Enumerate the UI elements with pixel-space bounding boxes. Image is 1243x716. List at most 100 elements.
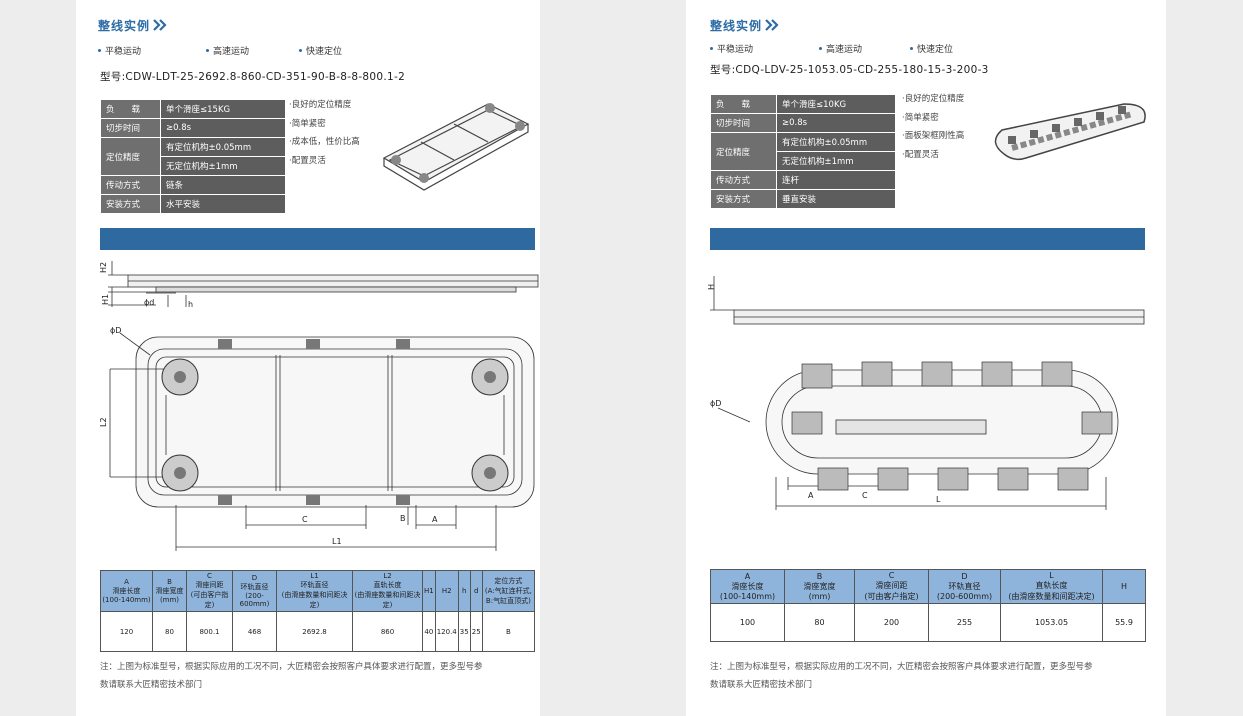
cell: 40	[422, 611, 436, 652]
feature-2: 高速运动	[206, 44, 249, 57]
spec-value: 单个滑座≤15KG	[160, 99, 286, 119]
feature-2: 高速运动	[819, 42, 862, 55]
spec-value: 链条	[160, 175, 286, 195]
feature-1: 平稳运动	[98, 44, 141, 57]
product-render-image	[994, 103, 1146, 161]
spec-value: ≥0.8s	[160, 118, 286, 138]
spec-value: 无定位机构±1mm	[160, 156, 286, 176]
section-bar	[710, 228, 1145, 250]
col-header: H1	[422, 570, 436, 612]
cell: 468	[232, 611, 277, 652]
feature-3: 快速定位	[299, 44, 342, 57]
spec-key: 定位精度	[100, 137, 161, 176]
right-page: 整线实例 平稳运动 高速运动 快速定位 型号:CDQ-LDV-25-1053.0…	[686, 0, 1166, 716]
spec-value: 单个滑座≤10KG	[776, 94, 896, 114]
dim-label-L2: L2	[99, 417, 108, 427]
double-chevron-icon	[765, 19, 779, 31]
spec-table: 负 载单个滑座≤15KG 切步时间≥0.8s 定位精度有定位机构±0.05mm …	[100, 99, 286, 214]
cell: 200	[854, 603, 929, 642]
spec-key: 负 载	[710, 94, 777, 114]
col-header: 定位方式(A:气缸连杆式,B:气缸直顶式)	[481, 570, 536, 612]
col-header: h	[457, 570, 471, 612]
cell: 80	[784, 603, 855, 642]
spec-key: 安装方式	[710, 189, 777, 209]
spec-key: 安装方式	[100, 194, 161, 214]
spec-value: 有定位机构±0.05mm	[776, 132, 896, 152]
dim-label-D: ϕD	[110, 326, 121, 335]
spec-value: 水平安装	[160, 194, 286, 214]
dim-label-D: ϕD	[710, 399, 721, 408]
dim-label-A: A	[432, 515, 438, 524]
cell: 800.1	[186, 611, 233, 652]
cell: B	[481, 611, 536, 652]
double-chevron-icon	[153, 19, 167, 31]
dim-label-d: ϕd	[144, 298, 154, 307]
col-header: H	[1102, 569, 1146, 604]
bullet-list: ·良好的定位精度 ·简单紧密 ·成本低，性价比高 ·配置灵活	[289, 100, 360, 166]
section-title: 整线实例	[98, 17, 167, 34]
left-page: 整线实例 平稳运动 高速运动 快速定位 型号:CDW-LDT-25-2692.8…	[76, 0, 540, 716]
dim-label-B: B	[400, 514, 406, 523]
spec-table: 负 载单个滑座≤10KG 切步时间≥0.8s 定位精度有定位机构±0.05mm …	[710, 94, 896, 209]
dim-label-H: H	[707, 284, 716, 290]
spec-key: 切步时间	[710, 113, 777, 133]
dim-label-A: A	[808, 491, 814, 500]
spec-key: 切步时间	[100, 118, 161, 138]
dim-label-h2: H2	[99, 262, 108, 273]
cell: 1053.05	[1000, 603, 1103, 642]
model-number: 型号:CDQ-LDV-25-1053.05-CD-255-180-15-3-20…	[710, 64, 989, 76]
spec-value: 连杆	[776, 170, 896, 190]
dim-label-h1: H1	[101, 294, 110, 305]
cell: 25	[469, 611, 483, 652]
feature-1: 平稳运动	[710, 42, 753, 55]
spec-value: 垂直安装	[776, 189, 896, 209]
table-row: 120 80 800.1 468 2692.8 860 40 120.4 35 …	[100, 611, 536, 652]
col-header: H2	[434, 570, 459, 612]
cell: 120.4	[434, 611, 459, 652]
cell: 35	[457, 611, 471, 652]
cell: 100	[710, 603, 785, 642]
cell: 860	[352, 611, 423, 652]
feature-3: 快速定位	[910, 42, 953, 55]
model-number: 型号:CDW-LDT-25-2692.8-860-CD-351-90-B-8-8…	[100, 71, 406, 83]
spec-value: 无定位机构±1mm	[776, 151, 896, 171]
footnote: 注：上图为标准型号，根据实际应用的工况不同，大匠精密会按照客户具体要求进行配置，…	[100, 662, 483, 690]
product-render-image	[382, 103, 530, 191]
cell: 2692.8	[276, 611, 353, 652]
spec-key: 负 载	[100, 99, 161, 119]
section-title: 整线实例	[710, 17, 779, 34]
table-row: 100 80 200 255 1053.05 55.9	[710, 603, 1146, 642]
dim-label-L1: L1	[332, 537, 342, 546]
col-header: d	[469, 570, 483, 612]
spec-key: 传动方式	[100, 175, 161, 195]
footnote: 注：上图为标准型号，根据实际应用的工况不同，大匠精密会按照客户具体要求进行配置，…	[710, 662, 1093, 690]
bullet-list: ·良好的定位精度 ·简单紧密 ·面板架框刚性高 ·配置灵活	[902, 94, 965, 160]
dimension-drawing: H ϕD A C L	[707, 276, 1145, 510]
spec-value: 有定位机构±0.05mm	[160, 137, 286, 157]
cell: 80	[152, 611, 187, 652]
cell: 55.9	[1102, 603, 1146, 642]
dim-label-L: L	[936, 495, 941, 504]
dimension-drawing: H2 H1 ϕd h ϕD L2 C B A L1	[99, 261, 539, 551]
spec-key: 传动方式	[710, 170, 777, 190]
spec-value: ≥0.8s	[776, 113, 896, 133]
dim-label-C: C	[302, 515, 308, 524]
dim-label-h: h	[188, 300, 193, 309]
spec-key: 定位精度	[710, 132, 777, 171]
dim-label-C: C	[862, 491, 868, 500]
cell: 255	[928, 603, 1001, 642]
cell: 120	[100, 611, 153, 652]
